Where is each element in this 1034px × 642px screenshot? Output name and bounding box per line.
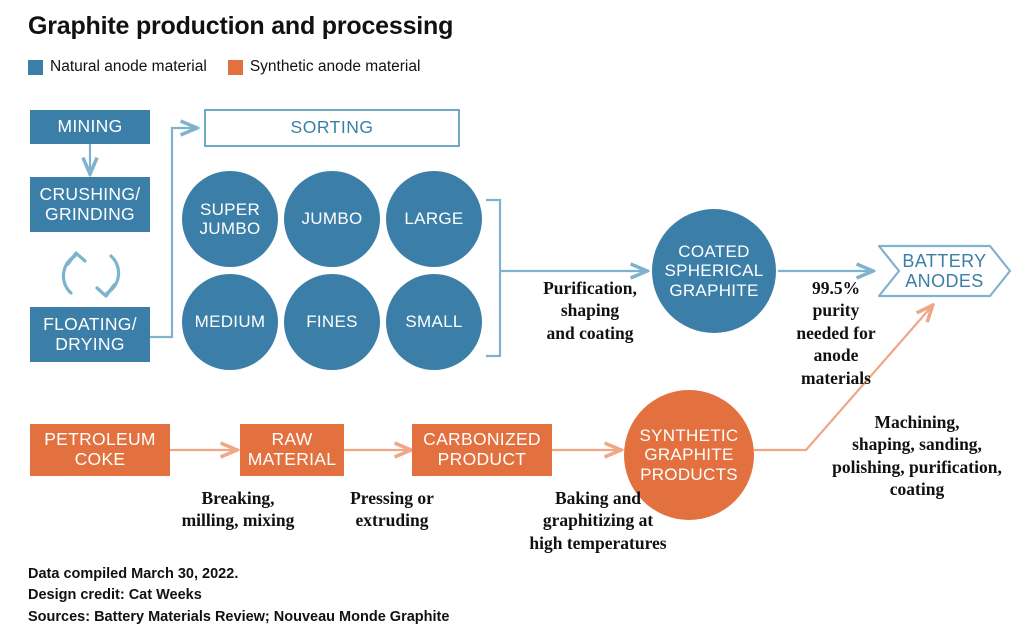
grade-small[interactable]: SMALL (386, 274, 482, 370)
footer: Data compiled March 30, 2022. Design cre… (28, 564, 449, 628)
grade-large-label: LARGE (404, 209, 464, 229)
stage-mining-label: MINING (57, 116, 123, 137)
stage-crushing-grinding[interactable]: CRUSHING/ GRINDING (30, 177, 150, 232)
annotation-pressing: Pressing or extruding (350, 488, 434, 531)
legend-swatch-natural (28, 59, 43, 75)
grade-fines[interactable]: FINES (284, 274, 380, 370)
legend-item-synthetic: Synthetic anode material (227, 58, 421, 76)
stage-carbonized-product[interactable]: CARBONIZED PRODUCT (412, 424, 552, 476)
synthetic-graphite-products-label: SYNTHETIC GRAPHITE PRODUCTS (639, 426, 739, 484)
footer-line-credit: Design credit: Cat Weeks (28, 587, 202, 604)
annotation-breaking: Breaking, milling, mixing (181, 488, 295, 531)
stage-mining[interactable]: MINING (30, 110, 150, 144)
annotation-machining: Machining, shaping, sanding, polishing, … (832, 412, 1002, 500)
legend-swatch-synthetic (227, 59, 243, 75)
grade-super-jumbo-label: SUPER JUMBO (199, 199, 261, 238)
grade-jumbo[interactable]: JUMBO (284, 171, 380, 267)
stage-sorting-label: SORTING (290, 117, 374, 138)
stage-floating-drying-label: FLOATING/ DRYING (43, 313, 137, 354)
legend-label-natural: Natural anode material (50, 58, 207, 75)
stage-sorting[interactable]: SORTING (204, 109, 460, 147)
legend-label-synthetic: Synthetic anode material (249, 58, 421, 75)
page-title: Graphite production and processing (28, 12, 454, 40)
grade-super-jumbo[interactable]: SUPER JUMBO (182, 171, 278, 267)
coated-spherical-graphite-label: COATED SPHERICAL GRAPHITE (664, 242, 764, 300)
annotation-purification: Purification, shaping and coating (543, 278, 637, 343)
stage-carbonized-product-label: CARBONIZED PRODUCT (423, 429, 541, 469)
battery-anodes-label-wrap[interactable]: BATTERY ANODES (879, 243, 1010, 299)
grade-jumbo-label: JUMBO (301, 209, 363, 229)
stage-floating-drying[interactable]: FLOATING/ DRYING (30, 307, 150, 362)
stage-petroleum-coke-label: PETROLEUM COKE (44, 429, 156, 469)
annotation-purity: 99.5% purity needed for anode materials (796, 278, 876, 388)
grade-large[interactable]: LARGE (386, 171, 482, 267)
grade-fines-label: FINES (306, 312, 358, 332)
grade-small-label: SMALL (405, 312, 463, 332)
battery-anodes-label: BATTERY ANODES (902, 250, 987, 291)
stage-raw-material[interactable]: RAW MATERIAL (240, 424, 344, 476)
stage-crushing-grinding-label: CRUSHING/ GRINDING (39, 183, 141, 224)
recycle-icon (61, 251, 121, 298)
legend-item-natural: Natural anode material (28, 58, 207, 76)
legend: Natural anode material Synthetic anode m… (28, 58, 432, 76)
stage-raw-material-label: RAW MATERIAL (247, 429, 337, 469)
footer-line-compiled: Data compiled March 30, 2022. (28, 566, 239, 582)
grade-medium[interactable]: MEDIUM (182, 274, 278, 370)
coated-spherical-graphite[interactable]: COATED SPHERICAL GRAPHITE (652, 209, 776, 333)
stage-petroleum-coke[interactable]: PETROLEUM COKE (30, 424, 170, 476)
footer-line-sources: Sources: Battery Materials Review; Nouve… (28, 608, 450, 625)
synthetic-graphite-products[interactable]: SYNTHETIC GRAPHITE PRODUCTS (624, 390, 754, 520)
annotation-baking: Baking and graphitizing at high temperat… (529, 488, 667, 553)
grade-medium-label: MEDIUM (194, 312, 266, 332)
